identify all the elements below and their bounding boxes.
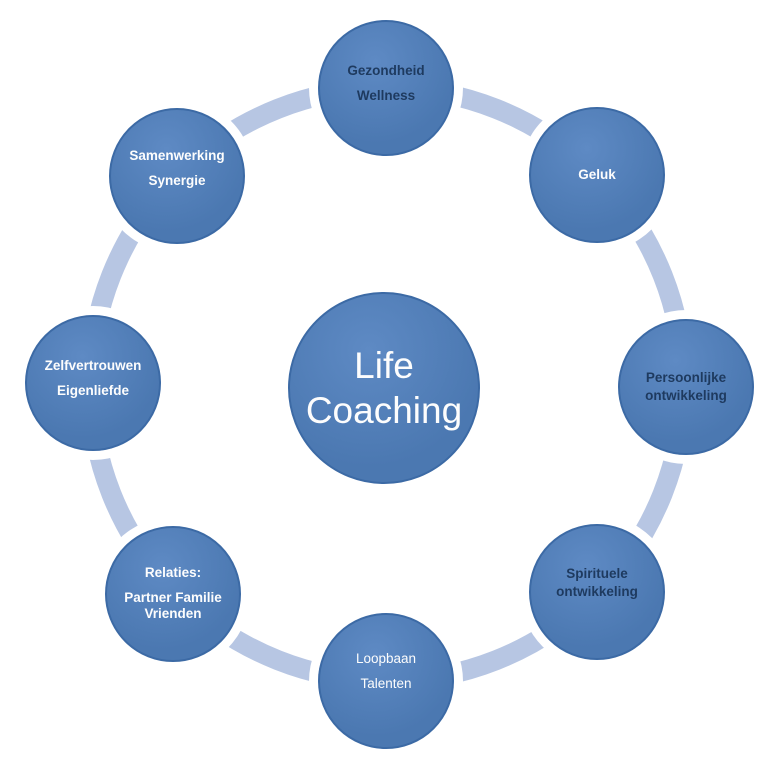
node-zelfvertrouwen-eigenliefde-label: Zelfvertrouwen Eigenliefde bbox=[27, 354, 159, 404]
node-gezondheid-wellness: Gezondheid Wellness bbox=[318, 20, 454, 156]
node-relaties-partner-familie-vrienden: Relaties: Partner Familie Vrienden bbox=[105, 526, 241, 662]
node-persoonlijke-ontwikkeling: Persoonlijke ontwikkeling bbox=[618, 319, 754, 455]
center-label-line: Life bbox=[354, 344, 414, 386]
node-persoonlijke-ontwikkeling-label: Persoonlijke ontwikkeling bbox=[620, 369, 752, 404]
center-node-label: Life Coaching bbox=[290, 343, 478, 433]
center-label-line: Coaching bbox=[305, 390, 463, 431]
node-samenwerking-synergie: Samenwerking Synergie bbox=[109, 108, 245, 244]
node-label-line: Gezondheid bbox=[347, 63, 425, 79]
node-zelfvertrouwen-eigenliefde: Zelfvertrouwen Eigenliefde bbox=[25, 315, 161, 451]
center-node-life-coaching: Life Coaching bbox=[288, 292, 480, 484]
node-relaties-label: Relaties: Partner Familie Vrienden bbox=[107, 565, 239, 624]
node-label-line: Vrienden bbox=[144, 606, 202, 622]
node-samenwerking-synergie-label: Samenwerking Synergie bbox=[111, 144, 243, 194]
node-label-line: ontwikkeling bbox=[645, 388, 727, 403]
node-label-line: Eigenliefde bbox=[56, 383, 129, 398]
node-label-line: ontwikkeling bbox=[556, 584, 638, 599]
node-spirituele-ontwikkeling-label: Spirituele ontwikkeling bbox=[531, 565, 663, 600]
node-label-line: Zelfvertrouwen bbox=[44, 358, 142, 374]
node-label-line: Spirituele bbox=[566, 566, 628, 582]
node-loopbaan-talenten-label: Loopbaan Talenten bbox=[320, 647, 452, 697]
node-label-line: Wellness bbox=[356, 88, 416, 103]
node-label-line: Loopbaan bbox=[355, 651, 417, 667]
node-geluk: Geluk bbox=[529, 107, 665, 243]
node-label-line: Synergie bbox=[148, 173, 206, 188]
node-label-line: Persoonlijke bbox=[645, 370, 727, 386]
node-spirituele-ontwikkeling: Spirituele ontwikkeling bbox=[529, 524, 665, 660]
node-label-line: Geluk bbox=[578, 167, 616, 183]
node-label-line: Samenwerking bbox=[129, 148, 225, 164]
node-label-line: Talenten bbox=[360, 676, 412, 691]
node-gezondheid-wellness-label: Gezondheid Wellness bbox=[320, 59, 452, 109]
node-loopbaan-talenten: Loopbaan Talenten bbox=[318, 613, 454, 749]
node-geluk-label: Geluk bbox=[531, 166, 663, 184]
node-label-line: Partner Familie bbox=[124, 589, 222, 605]
node-label-line: Relaties: bbox=[144, 564, 202, 580]
